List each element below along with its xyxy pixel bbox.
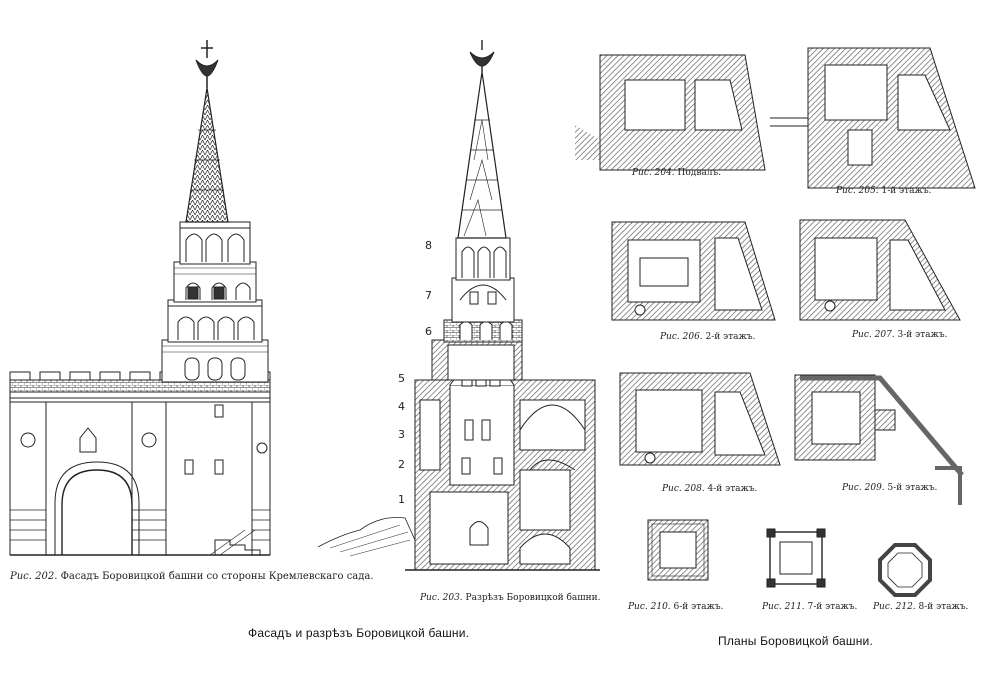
plan-205 [770, 47, 976, 189]
level-label: 5 [398, 372, 405, 385]
plan-209 [794, 374, 964, 505]
section-drawing [317, 40, 600, 571]
plan-211 [766, 528, 826, 588]
title-facade-section: Фасадъ и разрѣзъ Боровицкой башни. [248, 626, 470, 640]
caption-fig207: Рис. 207. 3-й этажъ. [852, 330, 948, 340]
caption-fig211: Рис. 211. 7-й этажъ. [762, 602, 858, 612]
plan-208 [619, 372, 781, 466]
caption-fig202: Рис. 202. Фасадъ Боровицкой башни со сто… [10, 571, 374, 582]
plan-204 [575, 54, 766, 171]
caption-fig203: Рис. 203. Разрѣзъ Боровицкой башни. [420, 593, 601, 603]
caption-fig209: Рис. 209. 5-й этажъ. [842, 483, 938, 493]
facade-drawing [9, 40, 271, 556]
plan-212 [878, 543, 932, 597]
level-label: 7 [425, 289, 432, 302]
caption-fig205: Рис. 205. 1-й этажъ. [836, 186, 932, 196]
floor-plans [575, 47, 976, 597]
caption-fig204: Рис. 204. Подвалъ. [632, 168, 722, 178]
level-label: 8 [425, 239, 432, 252]
caption-fig210: Рис. 210. 6-й этажъ. [628, 602, 724, 612]
level-label: 4 [398, 400, 405, 413]
level-label: 3 [398, 428, 405, 441]
plan-206 [611, 221, 776, 321]
plan-207 [799, 219, 961, 321]
level-label: 6 [425, 325, 432, 338]
level-label: 2 [398, 458, 405, 471]
caption-fig206: Рис. 206. 2-й этажъ. [660, 332, 756, 342]
caption-fig212: Рис. 212. 8-й этажъ. [873, 602, 969, 612]
title-plans: Планы Боровицкой башни. [718, 634, 873, 648]
caption-fig208: Рис. 208. 4-й этажъ. [662, 484, 758, 494]
plan-210 [647, 519, 709, 581]
level-label: 1 [398, 493, 405, 506]
